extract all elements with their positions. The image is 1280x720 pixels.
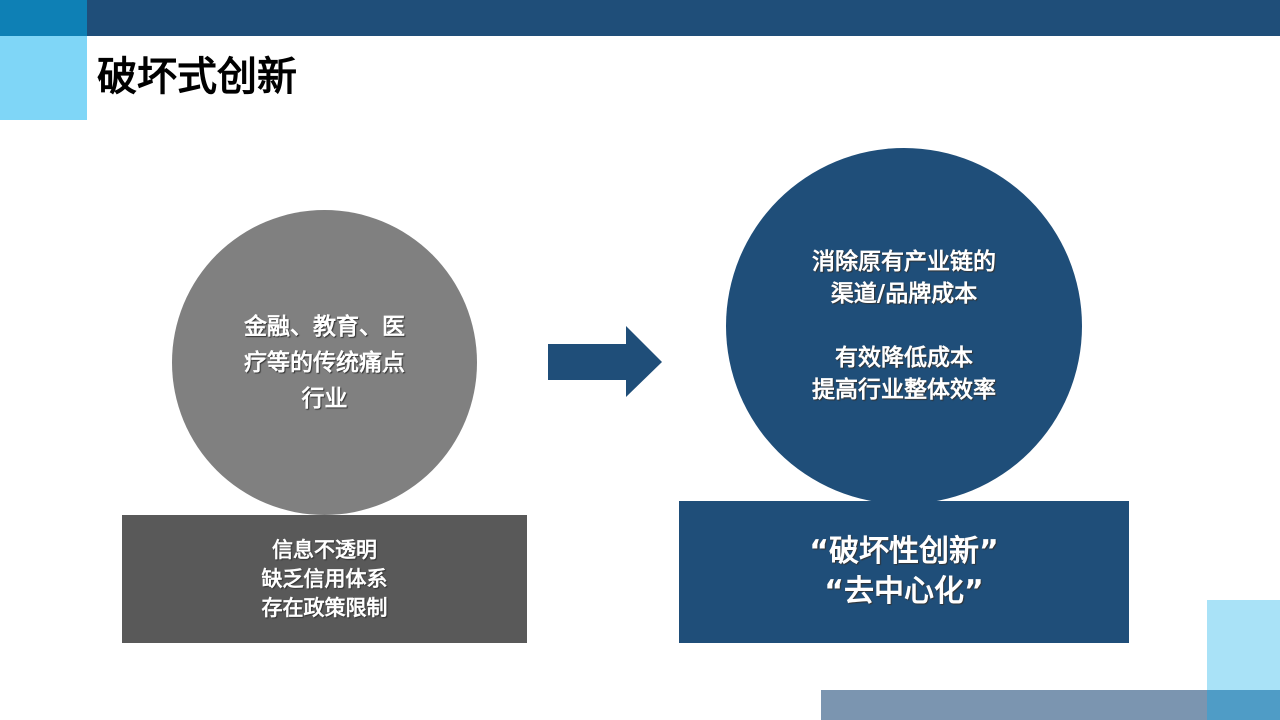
pain-point-text: 金融、教育、医疗等的传统痛点行业 (244, 309, 405, 417)
arrow-right-icon (548, 326, 662, 397)
page-title: 破坏式创新 (97, 54, 297, 100)
innovation-text: 消除原有产业链的渠道/品牌成本 有效降低成本提高行业整体效率 (812, 246, 996, 406)
text-line: 金融、教育、医 (244, 313, 405, 340)
text-line: 有效降低成本 (835, 345, 973, 371)
text-line: 消除原有产业链的 (812, 249, 996, 275)
text-line (812, 310, 996, 342)
text-line: 信息不透明 (272, 537, 377, 562)
bottom-corner-overlap (1207, 690, 1280, 720)
text-line: 缺乏信用体系 (261, 566, 388, 591)
innovation-circle: 消除原有产业链的渠道/品牌成本 有效降低成本提高行业整体效率 (726, 148, 1082, 504)
problems-box: 信息不透明缺乏信用体系存在政策限制 (122, 515, 527, 643)
corner-block-light (0, 36, 87, 120)
text-line: 渠道/品牌成本 (830, 281, 978, 307)
text-line: 提高行业整体效率 (812, 377, 996, 403)
problems-text: 信息不透明缺乏信用体系存在政策限制 (262, 536, 388, 623)
text-line: “破坏性创新” (809, 534, 999, 569)
bottom-bar (821, 690, 1280, 720)
innovation-keywords: “破坏性创新” “去中心化” (809, 532, 998, 612)
text-line: 行业 (301, 385, 348, 412)
text-line: 存在政策限制 (261, 595, 388, 620)
text-line: “去中心化” (824, 574, 984, 609)
corner-block-dark (0, 0, 87, 36)
top-bar (87, 0, 1280, 36)
innovation-box: “破坏性创新” “去中心化” (679, 501, 1129, 643)
text-line: 疗等的传统痛点 (244, 349, 405, 376)
bottom-corner-block (1207, 600, 1280, 690)
pain-point-circle: 金融、教育、医疗等的传统痛点行业 (172, 210, 477, 515)
